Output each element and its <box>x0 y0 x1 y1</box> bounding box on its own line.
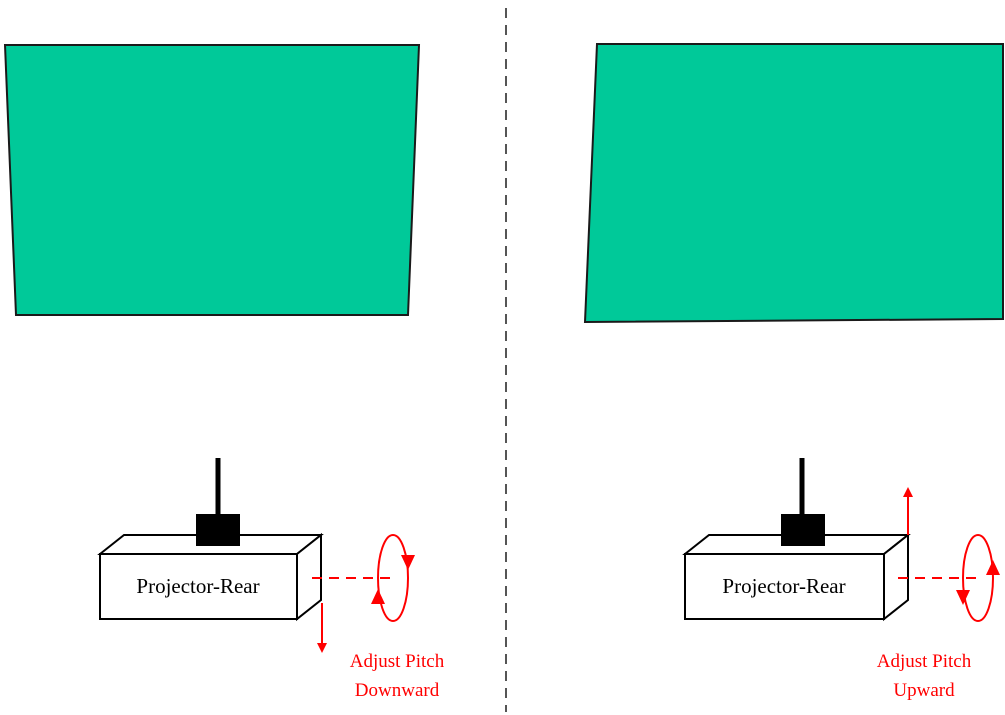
left-rotation-ellipse <box>377 534 409 622</box>
right-projector-label: Projector-Rear <box>722 574 845 598</box>
left-rotation-arrowhead-down <box>401 555 415 570</box>
right-mount-block <box>781 514 825 546</box>
left-caption-line1: Adjust Pitch <box>350 651 445 672</box>
right-panel: Projector-Rear Adjust Pitch Upward <box>583 43 1004 701</box>
left-projector-box <box>97 514 324 622</box>
right-rotation-arrowhead-down <box>956 590 970 605</box>
right-rotation-arrowhead-up <box>986 560 1000 575</box>
right-rotation-ellipse <box>962 534 994 622</box>
right-projected-screen <box>583 43 1004 324</box>
left-projected-screen <box>3 44 421 316</box>
right-caption-line2: Upward <box>893 680 955 701</box>
left-projector-label: Projector-Rear <box>136 574 259 598</box>
right-projector-box <box>682 514 911 622</box>
right-caption-line1: Adjust Pitch <box>877 651 972 672</box>
left-rotation-arrowhead-up <box>371 589 385 604</box>
left-caption-line2: Downward <box>355 680 440 701</box>
left-panel: Projector-Rear Adjust Pitch Downward <box>3 44 445 701</box>
